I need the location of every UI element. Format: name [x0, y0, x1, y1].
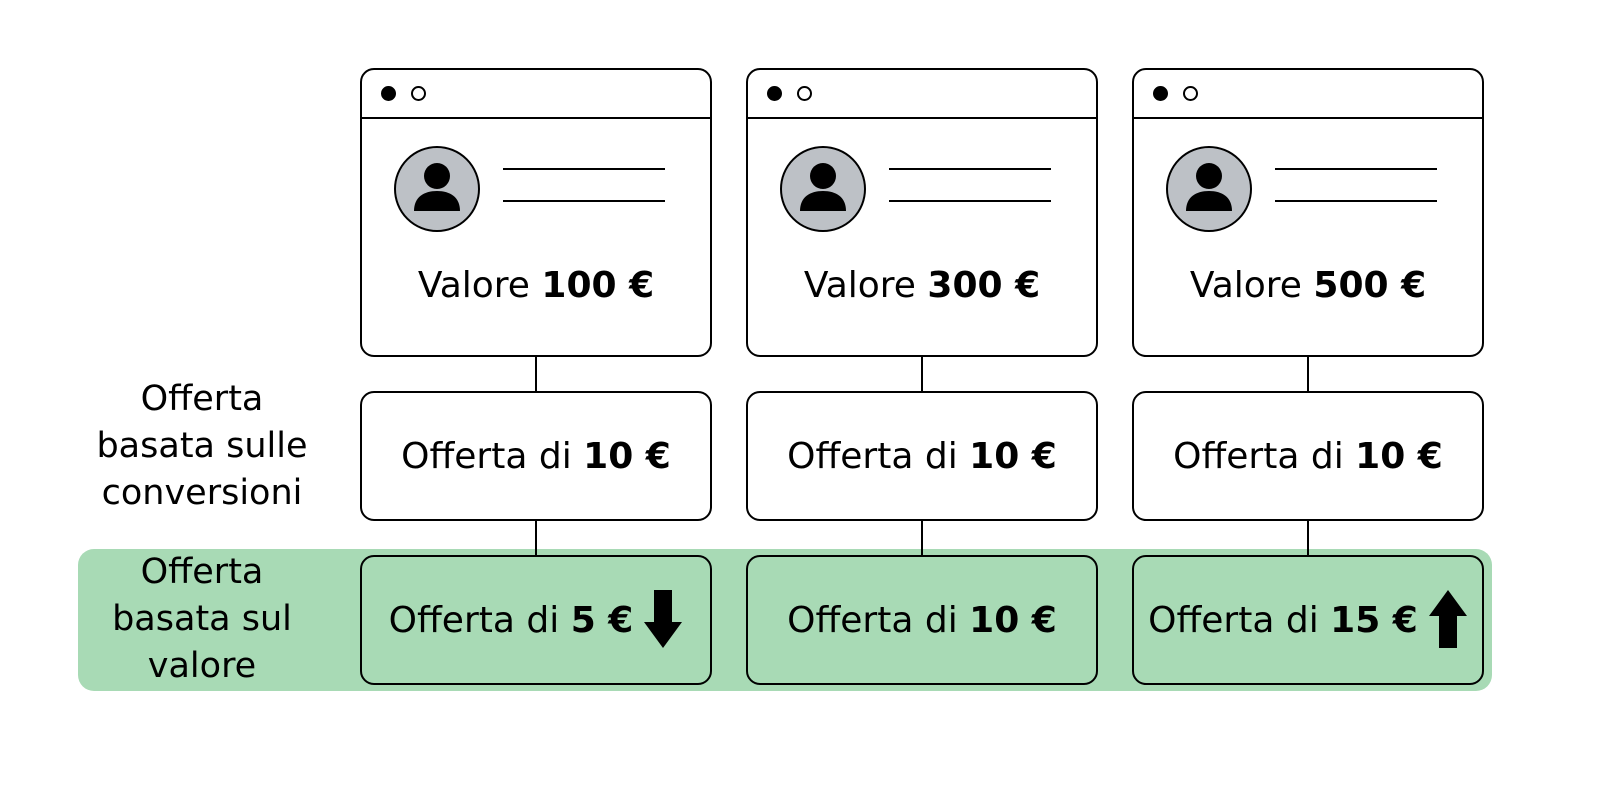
- user-avatar-icon: [394, 146, 480, 232]
- user-avatar-icon: [1166, 146, 1252, 232]
- user-avatar-icon: [780, 146, 866, 232]
- text-placeholder-line: [889, 200, 1051, 202]
- label-line: valore: [147, 646, 257, 686]
- label-line: conversioni: [101, 473, 303, 513]
- connector-line: [1307, 521, 1309, 555]
- connector-line: [1307, 355, 1309, 391]
- user-window: Valore 500 €: [1132, 68, 1484, 357]
- window-titlebar: [748, 70, 1096, 119]
- label-line: basata sul: [112, 599, 292, 639]
- value-amount: 100 €: [541, 265, 655, 306]
- value-prefix: Valore: [417, 265, 542, 306]
- conversion-bid-box: Offerta di 10 €: [1132, 391, 1484, 521]
- arrow-up-icon: [1428, 590, 1467, 648]
- value-bid-box: Offerta di 5 €: [360, 555, 712, 685]
- user-window: Valore 100 €: [360, 68, 712, 357]
- window-dot-empty-icon: [1183, 86, 1198, 101]
- window-dot-filled-icon: [1153, 86, 1168, 101]
- conversion-bid-box: Offerta di 10 €: [360, 391, 712, 521]
- conversion-bid-box: Offerta di 10 €: [746, 391, 1098, 521]
- label-line: Offerta: [140, 552, 264, 592]
- bid-amount: 10 €: [1355, 435, 1443, 477]
- bid-prefix: Offerta di: [787, 599, 958, 641]
- window-dot-empty-icon: [411, 86, 426, 101]
- value-amount: 300 €: [927, 265, 1041, 306]
- bid-amount: 10 €: [583, 435, 671, 477]
- window-dot-filled-icon: [767, 86, 782, 101]
- connector-line: [535, 355, 537, 391]
- window-titlebar: [362, 70, 710, 119]
- value-bidding-label: Offerta basata sul valore: [52, 549, 352, 690]
- value-bid-box: Offerta di 10 €: [746, 555, 1098, 685]
- label-line: Offerta: [140, 379, 264, 419]
- bid-amount: 5 €: [570, 599, 634, 641]
- connector-line: [921, 521, 923, 555]
- bid-prefix: Offerta di: [787, 435, 958, 477]
- column-1: Valore 100 € Offerta di 10 € Offerta di …: [360, 0, 712, 786]
- bid-prefix: Offerta di: [388, 599, 560, 641]
- user-window: Valore 300 €: [746, 68, 1098, 357]
- text-placeholder-line: [1275, 168, 1437, 170]
- value-bid-box: Offerta di 15 €: [1132, 555, 1484, 685]
- bid-prefix: Offerta di: [1148, 599, 1319, 641]
- window-dot-filled-icon: [381, 86, 396, 101]
- conversion-value: Valore 100 €: [362, 265, 710, 306]
- conversion-value: Valore 500 €: [1134, 265, 1482, 306]
- text-placeholder-line: [503, 168, 665, 170]
- column-2: Valore 300 € Offerta di 10 € Offerta di …: [746, 0, 1098, 786]
- bid-amount: 10 €: [969, 435, 1057, 477]
- value-prefix: Valore: [1189, 265, 1314, 306]
- connector-line: [921, 355, 923, 391]
- text-placeholder-line: [1275, 200, 1437, 202]
- conversion-value: Valore 300 €: [748, 265, 1096, 306]
- window-dot-empty-icon: [797, 86, 812, 101]
- bid-amount: 10 €: [969, 599, 1057, 641]
- bid-prefix: Offerta di: [1173, 435, 1344, 477]
- arrow-down-icon: [644, 590, 683, 648]
- text-placeholder-line: [503, 200, 665, 202]
- text-placeholder-line: [889, 168, 1051, 170]
- window-titlebar: [1134, 70, 1482, 119]
- value-prefix: Valore: [803, 265, 928, 306]
- label-line: basata sulle: [96, 426, 308, 466]
- conversion-bidding-label: Offerta basata sulle conversioni: [52, 376, 352, 517]
- value-amount: 500 €: [1313, 265, 1427, 306]
- column-3: Valore 500 € Offerta di 10 € Offerta di …: [1132, 0, 1484, 786]
- connector-line: [535, 521, 537, 555]
- bid-amount: 15 €: [1330, 599, 1418, 641]
- bid-prefix: Offerta di: [401, 435, 572, 477]
